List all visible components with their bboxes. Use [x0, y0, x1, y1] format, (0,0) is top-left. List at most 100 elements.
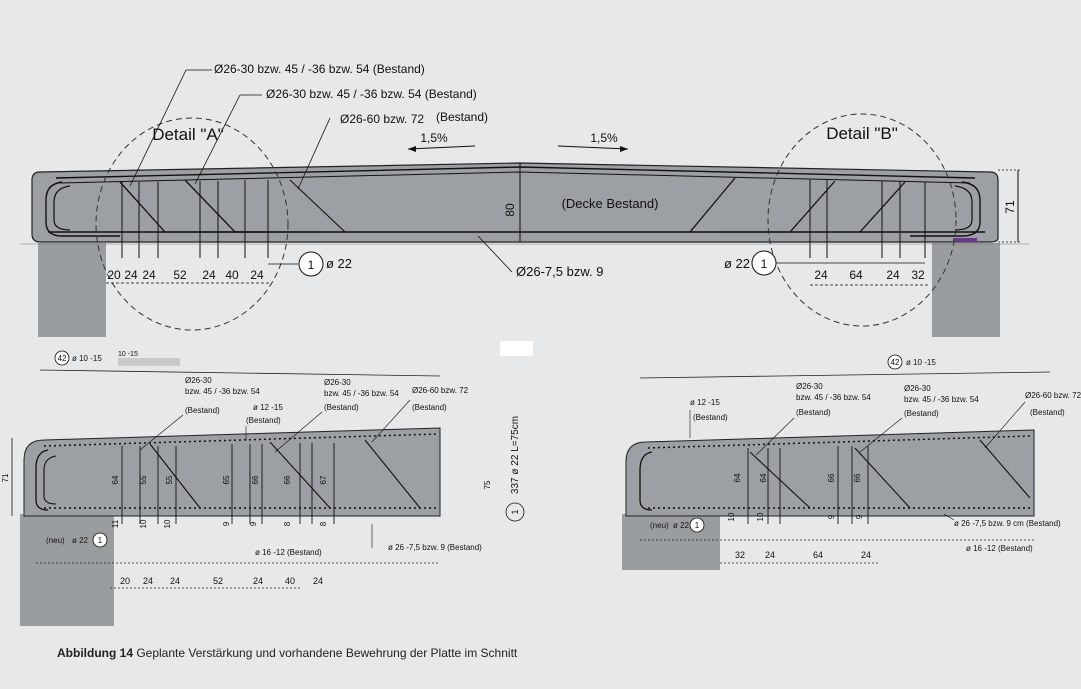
lbl4b-right: (Bestand) — [1030, 408, 1065, 417]
right-support — [932, 243, 1000, 337]
lbl1b-left: bzw. 45 / -36 bzw. 54 — [185, 387, 260, 396]
dim-label: 24 — [143, 576, 153, 586]
dim-label: 24 — [814, 268, 828, 282]
lbl2-right: Ø26-30 — [796, 382, 823, 391]
spacing-label: 9 — [249, 521, 258, 526]
new-bars-right — [809, 180, 926, 258]
height-label: 66 — [827, 473, 836, 482]
thickness-label: 80 — [503, 203, 517, 217]
figure-caption: Abbildung 14 Geplante Verstärkung und vo… — [57, 646, 517, 660]
lbl3b-left: bzw. 45 / -36 bzw. 54 — [324, 389, 399, 398]
side-height: 75 — [483, 480, 492, 489]
height-label: 67 — [319, 475, 328, 484]
right-hook-1 — [910, 181, 981, 237]
bar-label-a3b: (Bestand) — [436, 110, 488, 124]
new-num-right: 1 — [695, 521, 700, 530]
lbl1-left: Ø26-30 — [185, 376, 212, 385]
slope-left-arrow — [408, 146, 416, 152]
dim-label: 64 — [813, 550, 823, 560]
left-support — [38, 243, 106, 337]
lbl1-right: ø 12 -15 — [690, 398, 720, 407]
dim-label: 24 — [202, 268, 216, 282]
dim-label: 32 — [735, 550, 745, 560]
new-dia-left: ø 22 — [72, 536, 89, 545]
dim-label: 64 — [849, 268, 863, 282]
lbl3b-right: bzw. 45 / -36 bzw. 54 — [904, 395, 979, 404]
lbl3c-right: (Bestand) — [904, 409, 939, 418]
new-bars-left — [121, 180, 269, 258]
new-bar-right-dia: ø 22 — [724, 256, 750, 271]
dim-label: 24 — [886, 268, 900, 282]
new-label-right: (neu) — [650, 521, 669, 530]
lbl1b-right: (Bestand) — [693, 413, 728, 422]
dim-label: 24 — [170, 576, 180, 586]
dim-label: 24 — [250, 268, 264, 282]
new-dia-right: ø 22 — [673, 521, 690, 530]
slab-body — [31, 162, 999, 243]
height-label: 64 — [733, 473, 742, 482]
new-bar-left-marker — [298, 251, 324, 277]
right-detail-slab — [625, 429, 1035, 517]
left-hook-2 — [53, 185, 71, 231]
spacing-label: 10 — [163, 519, 172, 528]
detail-b-label: Detail "B" — [826, 124, 898, 143]
lbl1c-left: (Bestand) — [185, 406, 220, 415]
deck-label: (Decke Bestand) — [562, 196, 659, 211]
top-bar-num-left: 42 — [58, 354, 67, 363]
new-bar-right-num: 1 — [761, 257, 768, 271]
height-label: 65 — [222, 475, 231, 484]
bent-bar-left-2 — [184, 179, 320, 233]
new-bar-left-num: 1 — [308, 258, 315, 272]
dist-bar-left: ø 16 -12 (Bestand) — [255, 548, 322, 557]
spacing-label: 8 — [283, 521, 292, 526]
left-hook-1 — [45, 181, 120, 237]
side-text: 337 ø 22 L=75cm — [510, 416, 521, 494]
lbl2b-right: bzw. 45 / -36 bzw. 54 — [796, 393, 871, 402]
bent-bar-right-1 — [689, 177, 736, 233]
dim-label: 52 — [173, 268, 187, 282]
slope-right-arrow — [620, 146, 628, 152]
spacing-label: 10 — [139, 519, 148, 528]
side-num: 1 — [510, 509, 520, 514]
top-bar-right: ø 10 -15 — [906, 358, 936, 367]
height-label: 55 — [165, 475, 174, 484]
dim-label: 24 — [861, 550, 871, 560]
bent-bar-left-3 — [289, 179, 346, 233]
lbl4-right: Ø26-60 bzw. 72 — [1025, 391, 1081, 400]
spacing-label: 8 — [319, 521, 328, 526]
detail-a-label: Detail "A" — [152, 125, 224, 144]
height-label: 66 — [283, 475, 292, 484]
right-detail-support — [622, 514, 720, 570]
spacing-label: 11 — [111, 519, 120, 528]
spacing-label: 10 — [727, 512, 736, 521]
left-detail-support — [20, 514, 114, 626]
lbl2b-left: (Bestand) — [246, 416, 281, 425]
bar-label-a3: Ø26-60 bzw. 72 — [340, 112, 424, 126]
bottom-bar-right: ø 26 -7,5 bzw. 9 cm (Bestand) — [954, 519, 1061, 528]
lbl4b-left: (Bestand) — [412, 403, 447, 412]
height-left: 71 — [1, 473, 10, 482]
detail-a-circle — [95, 117, 289, 331]
blank-box — [500, 341, 533, 356]
slope-right-label: 1,5% — [590, 131, 618, 145]
height-label: 55 — [139, 475, 148, 484]
new-label-left: (neu) — [46, 536, 65, 545]
height-label: 64 — [759, 473, 768, 482]
spacing-label: 9 — [855, 514, 864, 519]
top-scale-left — [39, 369, 441, 377]
top-bar-left: ø 10 -15 — [72, 354, 102, 363]
dim-label: 24 — [253, 576, 263, 586]
lbl2c-right: (Bestand) — [796, 408, 831, 417]
top-bar-num-right: 42 — [891, 358, 900, 367]
